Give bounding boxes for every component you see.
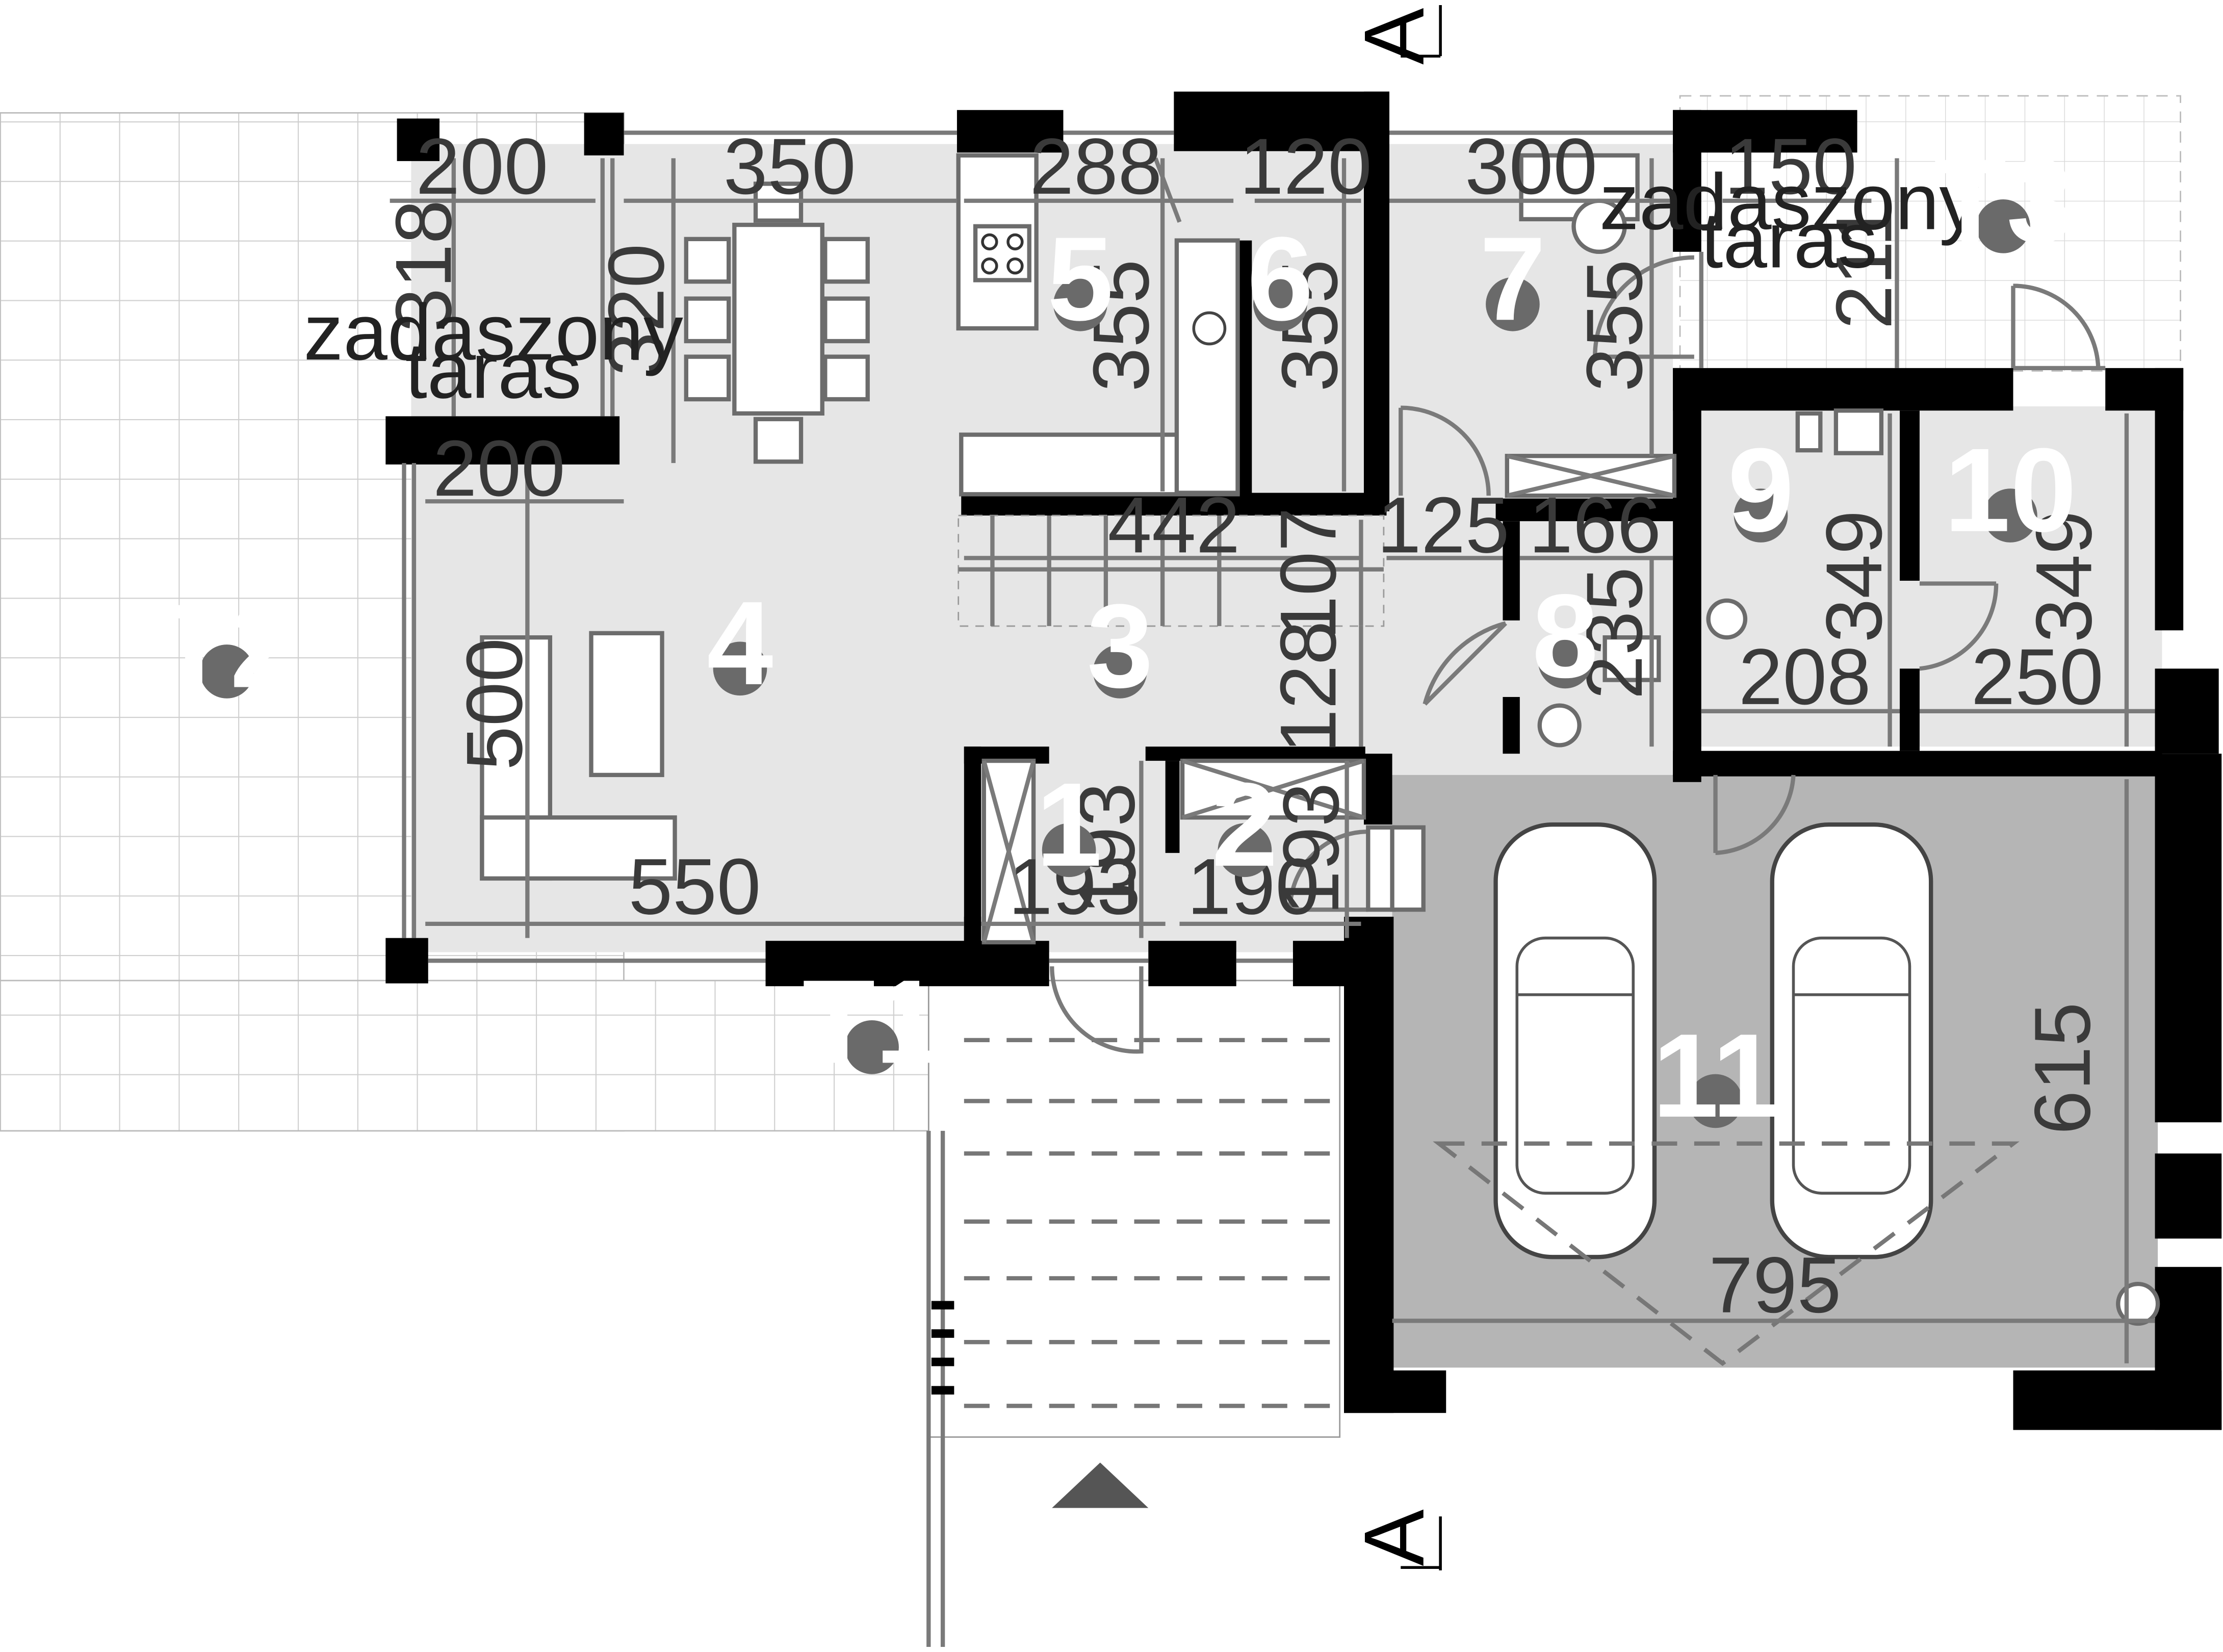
room-badge-4: 4 [707, 577, 773, 710]
svg-text:10: 10 [1944, 424, 2077, 557]
dim-room9-width: 208 [1739, 632, 1871, 721]
room-badge-9: 9 [1728, 424, 1794, 557]
dim-hall-128: 128 [1263, 621, 1352, 754]
dim-room9-depth: 349 [1810, 510, 1898, 643]
dim-t3-depth: 211 [1819, 203, 1908, 329]
dim-dining-depth: 320 [591, 244, 680, 376]
svg-text:8: 8 [1532, 570, 1598, 703]
svg-text:taras: taras [1701, 195, 1877, 284]
wardrobes [981, 454, 1677, 945]
svg-text:zadaszony: zadaszony [1599, 157, 1979, 246]
covered-terrace-label-left: zadaszony taras [303, 288, 683, 415]
dim-room10-width: 250 [1971, 632, 2104, 721]
room-badge-6: 6 [1247, 213, 1313, 345]
room-badge-10: 10 [1944, 424, 2077, 557]
dim-garage-depth: 615 [2018, 1002, 2107, 1135]
dimension-texts: 200 318 350 320 288 355 120 355 300 355 … [379, 122, 2108, 1329]
svg-text:5: 5 [1047, 213, 1114, 345]
dim-t3-width: 150 [1724, 122, 1857, 211]
windows [402, 131, 2106, 963]
terrace-badge-t1: T1 [803, 956, 942, 1088]
stairs [958, 514, 1385, 627]
section-marker-bottom: A [1347, 1509, 1442, 1570]
svg-text:6: 6 [1247, 213, 1313, 345]
car-right-icon [1770, 822, 1933, 1259]
dim-garage-width: 795 [1709, 1241, 1841, 1329]
room-badge-1: 1 [1036, 759, 1102, 891]
svg-text:T3: T3 [1934, 135, 2073, 267]
dim-pantry-width: 120 [1239, 122, 1372, 211]
office-desk [1519, 153, 1640, 254]
svg-text:9: 9 [1728, 424, 1794, 557]
svg-text:T1: T1 [803, 956, 942, 1088]
svg-text:taras: taras [405, 326, 582, 415]
dim-t2-depth: 318 [379, 200, 468, 332]
terrace-badge-t2: T2 [158, 580, 297, 713]
dim-office-depth: 355 [1570, 260, 1659, 392]
doors [1050, 157, 2101, 1054]
dim-vest2-depth: 193 [1266, 783, 1355, 915]
walls [385, 91, 2222, 1430]
room-badge-11: 11 [1652, 1010, 1778, 1142]
svg-text:7: 7 [1480, 213, 1546, 345]
dim-t2-width: 200 [416, 122, 549, 211]
terrace-badge-t3: T3 [1934, 135, 2073, 267]
entrance-steps [926, 979, 1341, 1647]
dim-kitchen-width: 288 [1030, 122, 1162, 211]
covered-terrace-label-right: zadaszony taras [1599, 157, 1979, 284]
dim-wc-width: 166 [1529, 480, 1661, 569]
dim-room10-depth: 349 [2019, 510, 2108, 643]
room-badge-7: 7 [1480, 213, 1546, 345]
dim-living-depth: 500 [450, 638, 538, 770]
room-badge-2: 2 [1211, 759, 1278, 891]
section-marker-top: A [1347, 5, 1442, 65]
room-badge-8: 8 [1532, 570, 1598, 703]
room-badge-3: 3 [1087, 580, 1153, 713]
svg-text:A: A [1347, 1509, 1442, 1566]
room-badge-5: 5 [1047, 213, 1114, 345]
dim-living-200: 200 [433, 424, 565, 512]
svg-text:4: 4 [707, 577, 773, 710]
garage-door-swing [1433, 1141, 2020, 1366]
dim-stair-width: 442 [1107, 480, 1240, 569]
dim-hall-125: 125 [1377, 480, 1510, 569]
dim-living-width: 550 [629, 842, 761, 931]
svg-text:T2: T2 [158, 580, 297, 713]
dimension-lines [390, 158, 2155, 1363]
sofa [480, 631, 677, 881]
dim-office-width: 300 [1465, 122, 1597, 211]
svg-text:zadaszony: zadaszony [303, 288, 683, 376]
svg-text:1: 1 [1036, 759, 1102, 891]
car-left-icon [1493, 822, 1657, 1259]
garage-drain [2116, 1281, 2160, 1326]
svg-text:2: 2 [1211, 759, 1278, 891]
kitchen-units [956, 153, 1240, 497]
dim-hall-107: 107 [1263, 507, 1352, 640]
entrance-arrow-icon [1052, 1462, 1149, 1508]
svg-text:3: 3 [1087, 580, 1153, 713]
dim-dining-width: 350 [723, 122, 856, 211]
svg-text:11: 11 [1652, 1010, 1778, 1142]
svg-text:A: A [1347, 8, 1442, 65]
